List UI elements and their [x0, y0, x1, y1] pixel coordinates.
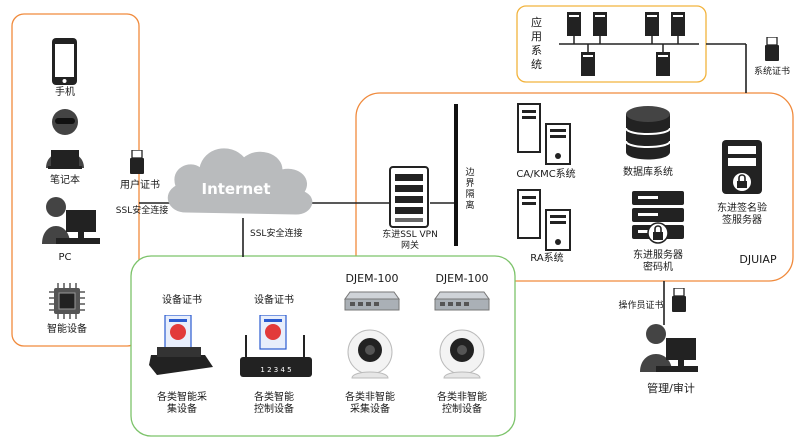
client-frame [11, 13, 140, 347]
usb-key-icon [765, 37, 779, 61]
system-cert-label: 系统证书 [753, 67, 790, 77]
sign-server-label-line2: 签服务器 [722, 215, 762, 226]
camera-icon [439, 329, 485, 379]
admin-label: 管理/审计 [647, 382, 695, 395]
nonsmart-collect-label-line1: 各类非智能 [345, 392, 395, 403]
db-label: 数据库系统 [623, 167, 673, 178]
vpn-gateway-icon [389, 166, 429, 228]
phone-icon [52, 38, 77, 85]
djem-b-label: DJEM-100 [435, 272, 489, 285]
ca-kmc-label: CA/KMC系统 [516, 169, 576, 180]
djuiap-frame [355, 92, 794, 282]
server-icon [567, 12, 685, 76]
hsm-label-line1: 东进服务器 [633, 250, 683, 261]
usb-key-icon [130, 150, 144, 174]
app-server-cluster [559, 12, 699, 76]
chip-icon [49, 283, 85, 319]
ssl-left-label: SSL安全连接 [115, 206, 169, 216]
vpn-label-line1: 东进SSL VPN [382, 230, 438, 240]
client-smart-device-label: 智能设备 [47, 324, 87, 335]
operator-cert-label: 操作员证书 [618, 301, 664, 311]
router-icon [240, 315, 312, 377]
hsm-label-line2: 密码机 [643, 262, 673, 273]
nonsmart-collect-label-line2: 采集设备 [350, 404, 390, 415]
card-reader-icon [149, 315, 213, 375]
smart-control-label-line2: 控制设备 [254, 404, 294, 415]
database-icon [625, 106, 671, 160]
internet-label: Internet [201, 180, 271, 198]
hsm-server-icon [632, 191, 684, 244]
nonsmart-control-label-line1: 各类非智能 [437, 392, 487, 403]
nonsmart-control-label-line2: 控制设备 [442, 404, 482, 415]
boundary-label: 边界隔离 [465, 168, 475, 211]
djem-a-label: DJEM-100 [345, 272, 399, 285]
user-cert-label: 用户证书 [120, 180, 160, 191]
device-cert-b-label: 设备证书 [254, 295, 294, 306]
ra-server-icon [517, 189, 571, 251]
ra-label: RA系统 [530, 253, 564, 264]
ssl-down-label: SSL安全连接 [250, 229, 303, 239]
sign-server-icon [722, 140, 762, 194]
smart-collect-label-line2: 集设备 [167, 404, 197, 415]
djuiap-title: DJUIAP [739, 253, 777, 266]
device-cert-a-label: 设备证书 [162, 295, 202, 306]
admin-user-icon [640, 324, 698, 372]
client-pc-label: PC [58, 252, 72, 263]
router-port-numbers: 1 2 3 4 5 [260, 366, 292, 374]
device-frame [130, 255, 516, 437]
ca-kmc-server-icon [517, 103, 571, 165]
pc-user-icon [42, 197, 100, 244]
client-phone-label: 手机 [55, 87, 75, 98]
sign-server-label-line1: 东进签名验 [717, 203, 767, 214]
vpn-label-line2: 网关 [400, 241, 419, 251]
app-system-label: 应用系统 [531, 16, 542, 71]
network-switch-icon [344, 291, 400, 311]
usb-key-icon [672, 288, 686, 312]
network-switch-icon [434, 291, 490, 311]
client-laptop-label: 笔记本 [50, 175, 80, 186]
cloud-icon [167, 148, 313, 215]
camera-icon [347, 329, 393, 379]
smart-collect-label-line1: 各类智能采 [157, 392, 207, 403]
laptop-user-icon [46, 109, 84, 169]
smart-control-label-line1: 各类智能 [254, 392, 294, 403]
